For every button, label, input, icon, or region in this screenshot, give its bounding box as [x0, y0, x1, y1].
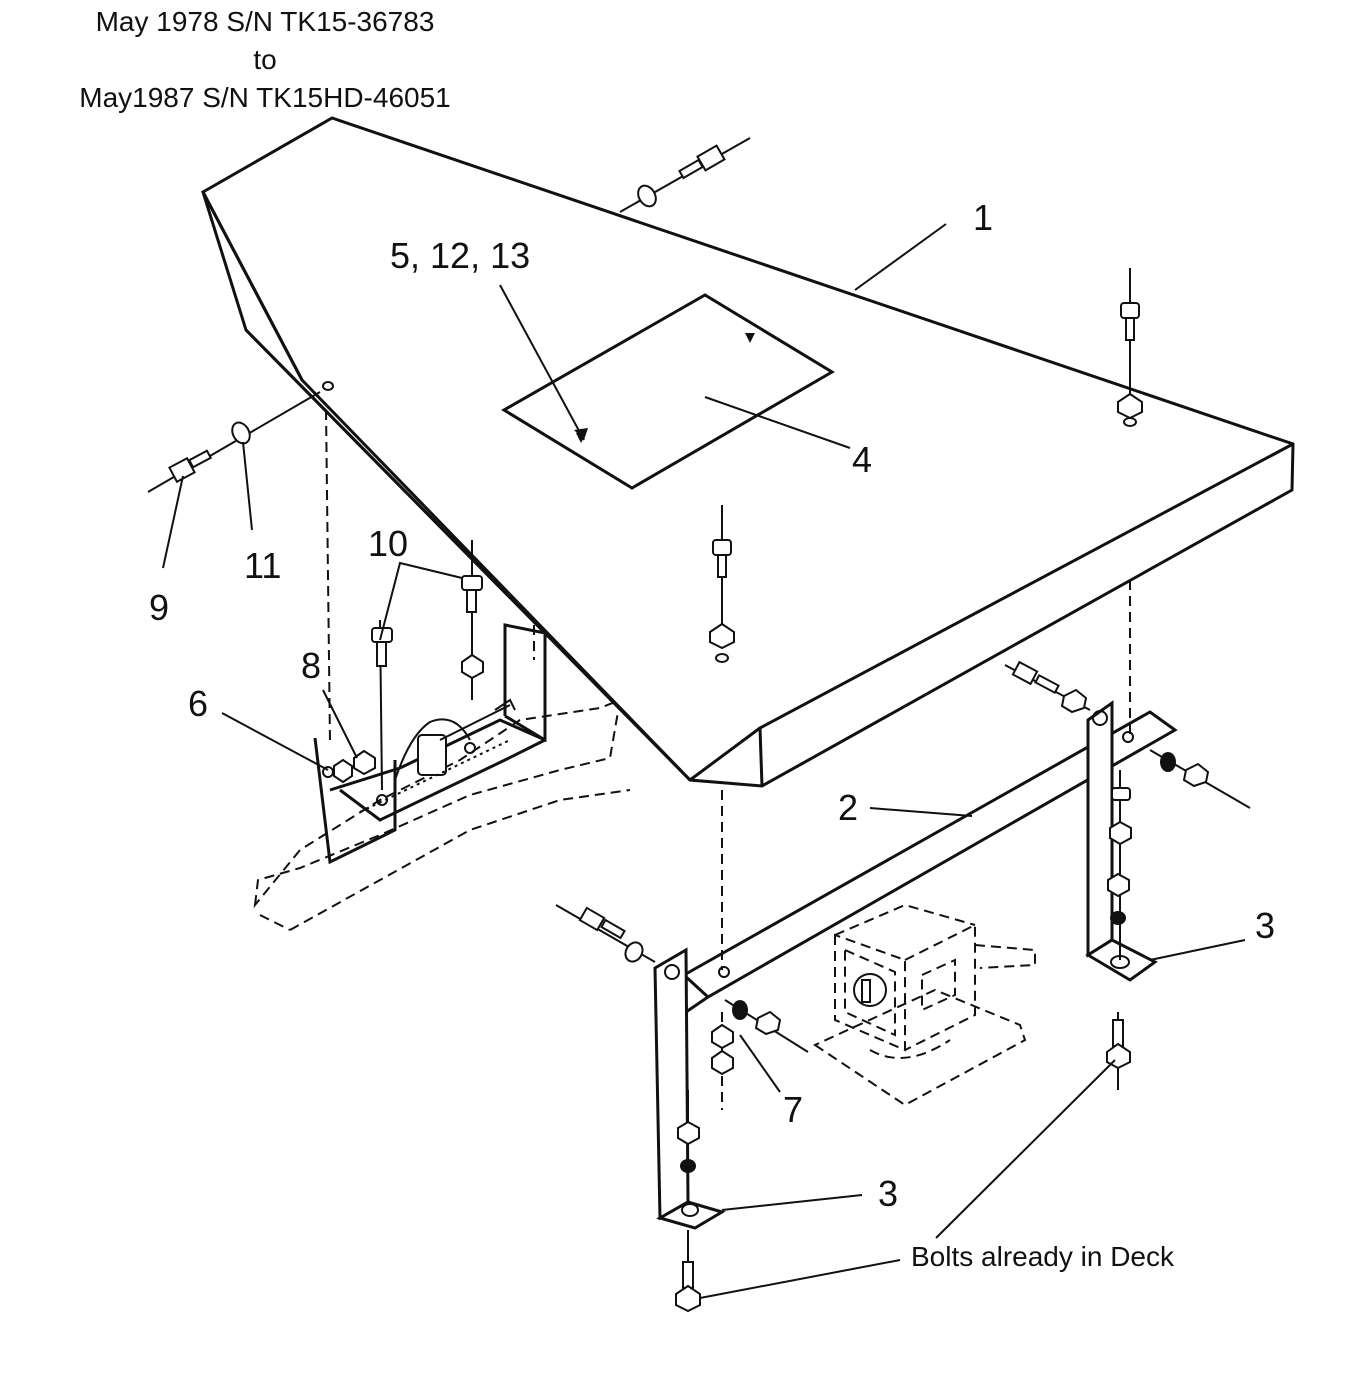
callout-6: 6 [188, 683, 208, 724]
serial-range-line-1: May 1978 S/N TK15-36783 [95, 6, 435, 37]
left-upright-bracket [653, 947, 726, 1230]
callout-11: 11 [244, 545, 281, 586]
right-upright-bracket [1085, 700, 1158, 982]
fasteners [147, 137, 1251, 1313]
callout-5-12-13: 5, 12, 13 [390, 235, 530, 276]
callout-2: 2 [838, 787, 858, 828]
serial-range-line-2: to [253, 44, 277, 75]
left-mounting-bracket [313, 623, 547, 865]
callout-3-lower: 3 [878, 1173, 898, 1214]
serial-range-line-3: May1987 S/N TK15HD-46051 [79, 82, 451, 113]
callout-9: 9 [149, 587, 169, 628]
callout-10: 10 [368, 523, 408, 564]
callout-7: 7 [783, 1089, 803, 1130]
mower-deck-outline [253, 698, 631, 931]
callout-8: 8 [301, 645, 321, 686]
callout-1: 1 [973, 197, 993, 238]
gearbox-outline [812, 903, 1036, 1107]
callouts: 1 5, 12, 13 4 11 9 10 8 6 2 3 7 3 Bolts … [149, 197, 1275, 1272]
leader-lines [162, 223, 1246, 1299]
callout-3-upper: 3 [1255, 905, 1275, 946]
cover-panel [200, 116, 1295, 788]
bolts-note: Bolts already in Deck [911, 1241, 1175, 1272]
callout-4: 4 [852, 439, 872, 480]
